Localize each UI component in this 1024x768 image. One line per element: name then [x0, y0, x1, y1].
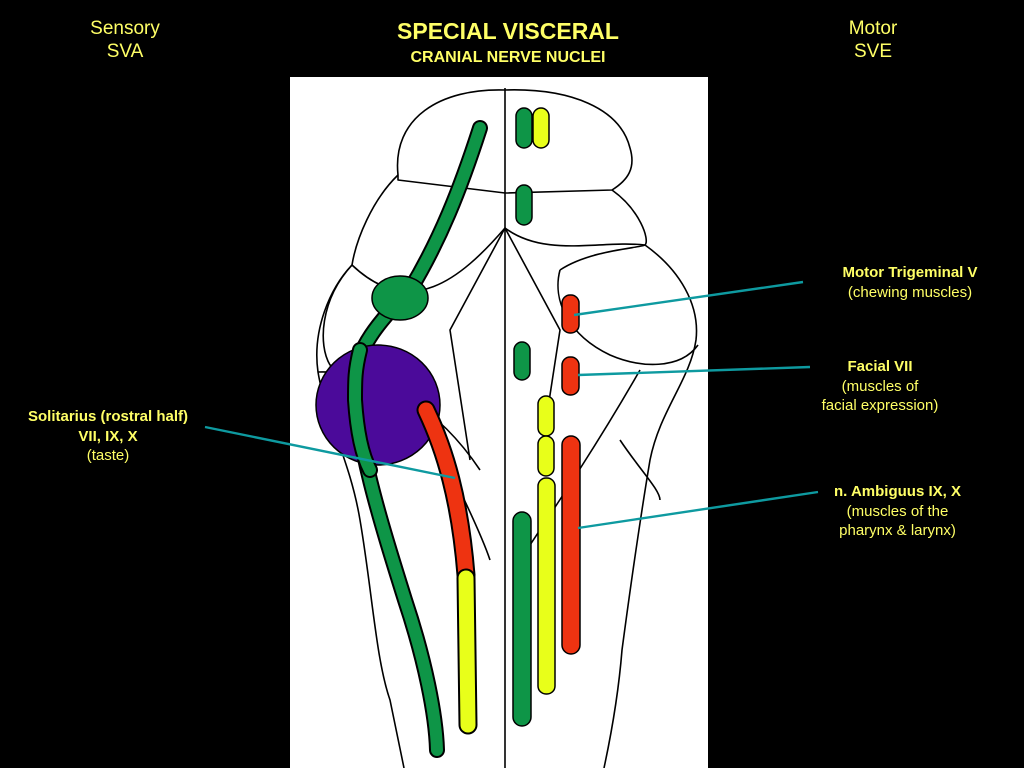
- motor-trigeminal-label: Motor Trigeminal V (chewing muscles): [806, 263, 1014, 302]
- solitarius-name-1: Solitarius (rostral half): [27, 408, 189, 425]
- page-title: SPECIAL VISCERAL CRANIAL NERVE NUCLEI: [330, 18, 686, 67]
- ambiguus-name: n. Ambiguus IX, X: [834, 483, 961, 500]
- facial-label: Facial VII (muscles of facial expression…: [780, 357, 980, 416]
- medial-yellow-nuclei: [532, 107, 556, 695]
- ambiguus-note-1: (muscles of the: [846, 502, 949, 520]
- leader-solitarius: [204, 425, 456, 480]
- sva-label: SVA: [106, 40, 144, 62]
- facial-note-1: (muscles of: [841, 377, 919, 395]
- leader-lines: [204, 280, 819, 530]
- motor-trigeminal-name: Motor Trigeminal V: [842, 264, 978, 281]
- leader-motor-trigeminal: [573, 280, 804, 317]
- ambiguus-note-2: pharynx & larynx): [839, 522, 956, 539]
- ganglion-swelling: [371, 275, 429, 321]
- facial-name: Facial VII: [847, 358, 913, 375]
- sensory-label: Sensory: [90, 18, 160, 39]
- title-line-1: SPECIAL VISCERAL: [397, 18, 619, 44]
- facial-nucleus: [561, 356, 580, 396]
- ambiguus-label: n. Ambiguus IX, X (muscles of the pharyn…: [795, 482, 1000, 541]
- motor-trigeminal-note: (chewing muscles): [847, 283, 973, 301]
- motor-red-nuclei: [561, 294, 581, 655]
- solitarius-note: (taste): [86, 447, 130, 464]
- title-line-2: CRANIAL NERVE NUCLEI: [410, 48, 606, 66]
- ambiguus-nucleus: [561, 435, 581, 655]
- solitarius-name-2: VII, IX, X: [78, 427, 138, 445]
- sensory-sva-heading: Sensory SVA: [60, 18, 190, 64]
- solitarius-label: Solitarius (rostral half) VII, IX, X (ta…: [8, 407, 208, 466]
- medial-green-nuclei: [512, 107, 533, 727]
- facial-note-2: facial expression): [821, 397, 939, 414]
- leader-ambiguus: [577, 490, 819, 530]
- motor-sve-heading: Motor SVE: [808, 18, 938, 64]
- leader-facial: [577, 365, 811, 377]
- solitarius-rostral-nucleus: [315, 344, 441, 466]
- sve-label: SVE: [853, 40, 893, 62]
- motor-label: Motor: [848, 18, 898, 39]
